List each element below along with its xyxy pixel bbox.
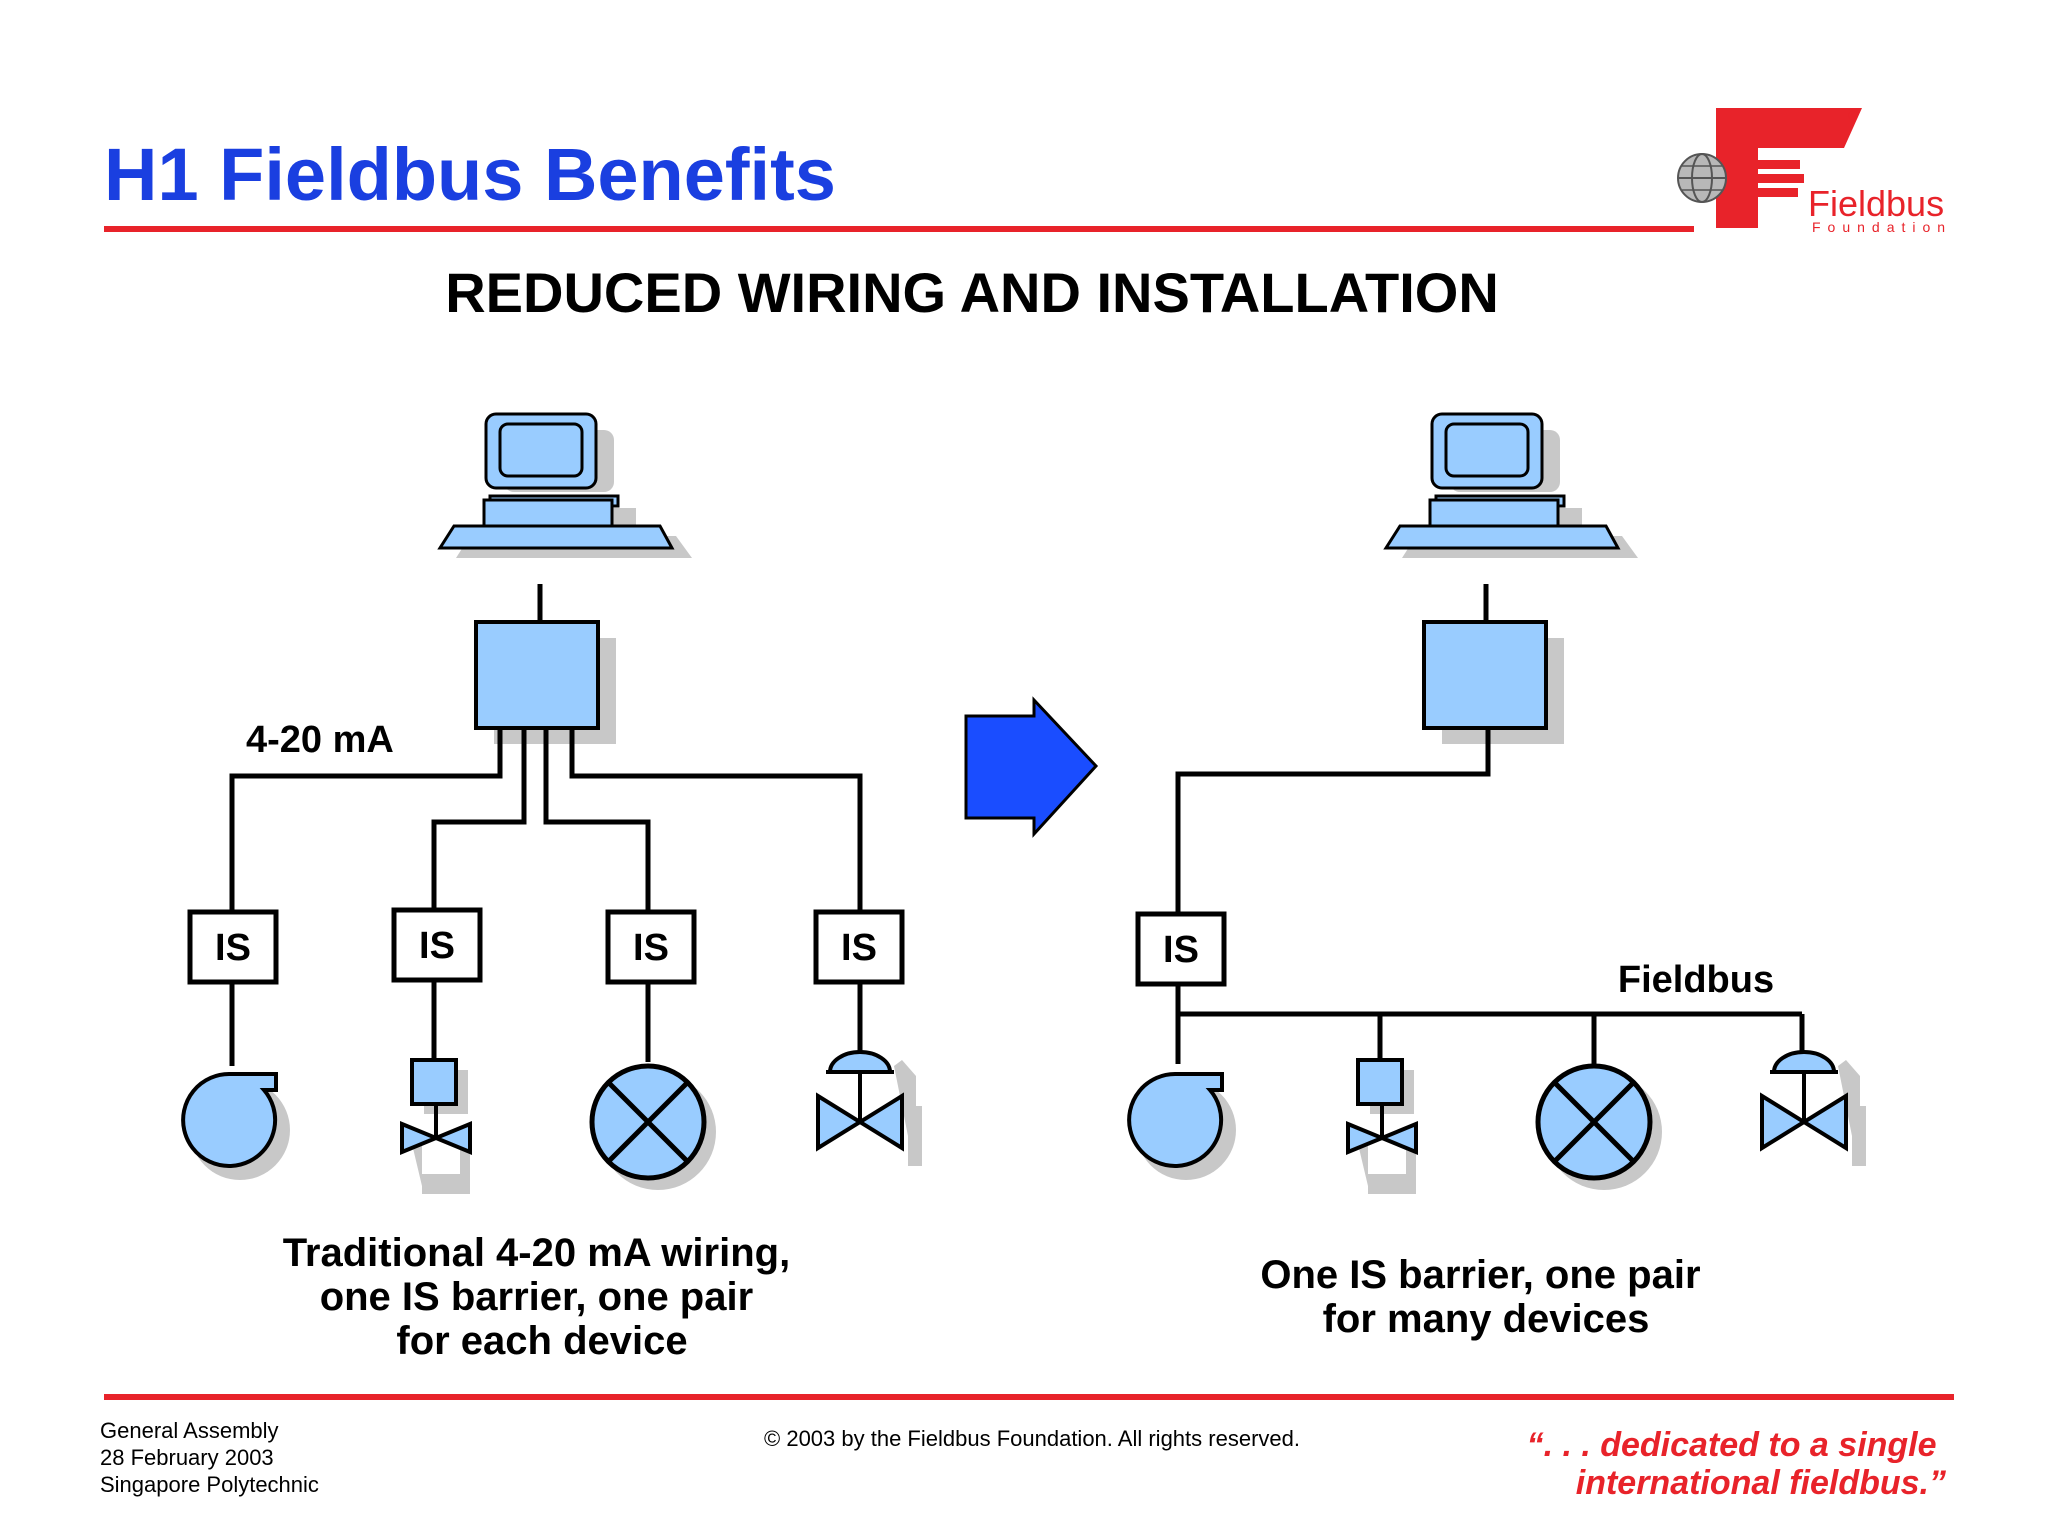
pump-icon (181, 1071, 292, 1182)
slogan-line: international fieldbus.” (1576, 1464, 1946, 1502)
event-info-line: Singapore Polytechnic (100, 1472, 319, 1497)
logo-name: Fieldbus (1808, 183, 1944, 224)
left-caption-line: one IS barrier, one pair (320, 1275, 753, 1319)
right-wiring (1175, 584, 1805, 1066)
right-caption-line: for many devices (1323, 1297, 1650, 1341)
is-barrier-label: IS (215, 927, 251, 969)
is-barrier-label: IS (419, 925, 455, 967)
slide-title: H1 Fieldbus Benefits (104, 133, 836, 216)
left-caption-line: Traditional 4-20 mA wiring, (283, 1231, 791, 1275)
control-valve-icon (1760, 1050, 1868, 1168)
control-system-box-icon (1422, 620, 1564, 744)
logo-registered-mark: ® (1848, 107, 1859, 123)
right-caption: One IS barrier, one pair for many device… (1260, 1253, 1711, 1341)
copyright: © 2003 by the Fieldbus Foundation. All r… (764, 1426, 1300, 1451)
is-barrier: IS (187, 909, 279, 985)
title-underline (104, 226, 1694, 232)
left-caption: Traditional 4-20 mA wiring, one IS barri… (283, 1231, 802, 1363)
slogan-line: “. . . dedicated to a single (1527, 1426, 1937, 1464)
footer-rule (104, 1394, 1954, 1400)
signal-label: 4-20 mA (246, 719, 394, 761)
flow-meter-icon (1538, 1066, 1662, 1190)
slogan-quote: “. . . dedicated to a single internation… (1527, 1426, 1946, 1502)
is-barrier: IS (605, 909, 697, 985)
control-valve-icon (816, 1050, 924, 1168)
flow-meter-icon (592, 1066, 716, 1190)
is-barrier-label: IS (633, 927, 669, 969)
left-caption-line: for each device (396, 1319, 687, 1363)
pump-icon (1127, 1071, 1238, 1182)
event-info-line: 28 February 2003 (100, 1445, 274, 1470)
right-diagram: IS Fieldbus One IS barrier, one pair for… (1127, 412, 1868, 1341)
is-barrier: IS (813, 909, 905, 985)
valve-icon (1346, 1058, 1418, 1196)
logo-tagline: Foundation (1812, 219, 1952, 235)
valve-icon (400, 1058, 472, 1196)
fieldbus-label: Fieldbus (1618, 959, 1774, 1001)
is-barrier: IS (1135, 911, 1227, 987)
is-barrier-label: IS (841, 927, 877, 969)
computer-workstation-icon (1384, 412, 1640, 560)
left-diagram: 4-20 mA IS IS IS IS Traditional 4-20 mA … (181, 412, 924, 1363)
is-barrier-label: IS (1163, 929, 1199, 971)
control-system-box-icon (474, 620, 616, 744)
is-barrier: IS (391, 907, 483, 983)
right-caption-line: One IS barrier, one pair (1260, 1253, 1700, 1297)
computer-workstation-icon (438, 412, 694, 560)
right-arrow-icon (964, 696, 1099, 838)
fieldbus-foundation-logo: Fieldbus Foundation ® (1677, 107, 1952, 235)
event-info-line: General Assembly (100, 1418, 279, 1443)
left-wiring (229, 584, 863, 1066)
slide-subtitle: REDUCED WIRING AND INSTALLATION (445, 261, 1499, 324)
event-info: General Assembly 28 February 2003 Singap… (100, 1418, 319, 1497)
